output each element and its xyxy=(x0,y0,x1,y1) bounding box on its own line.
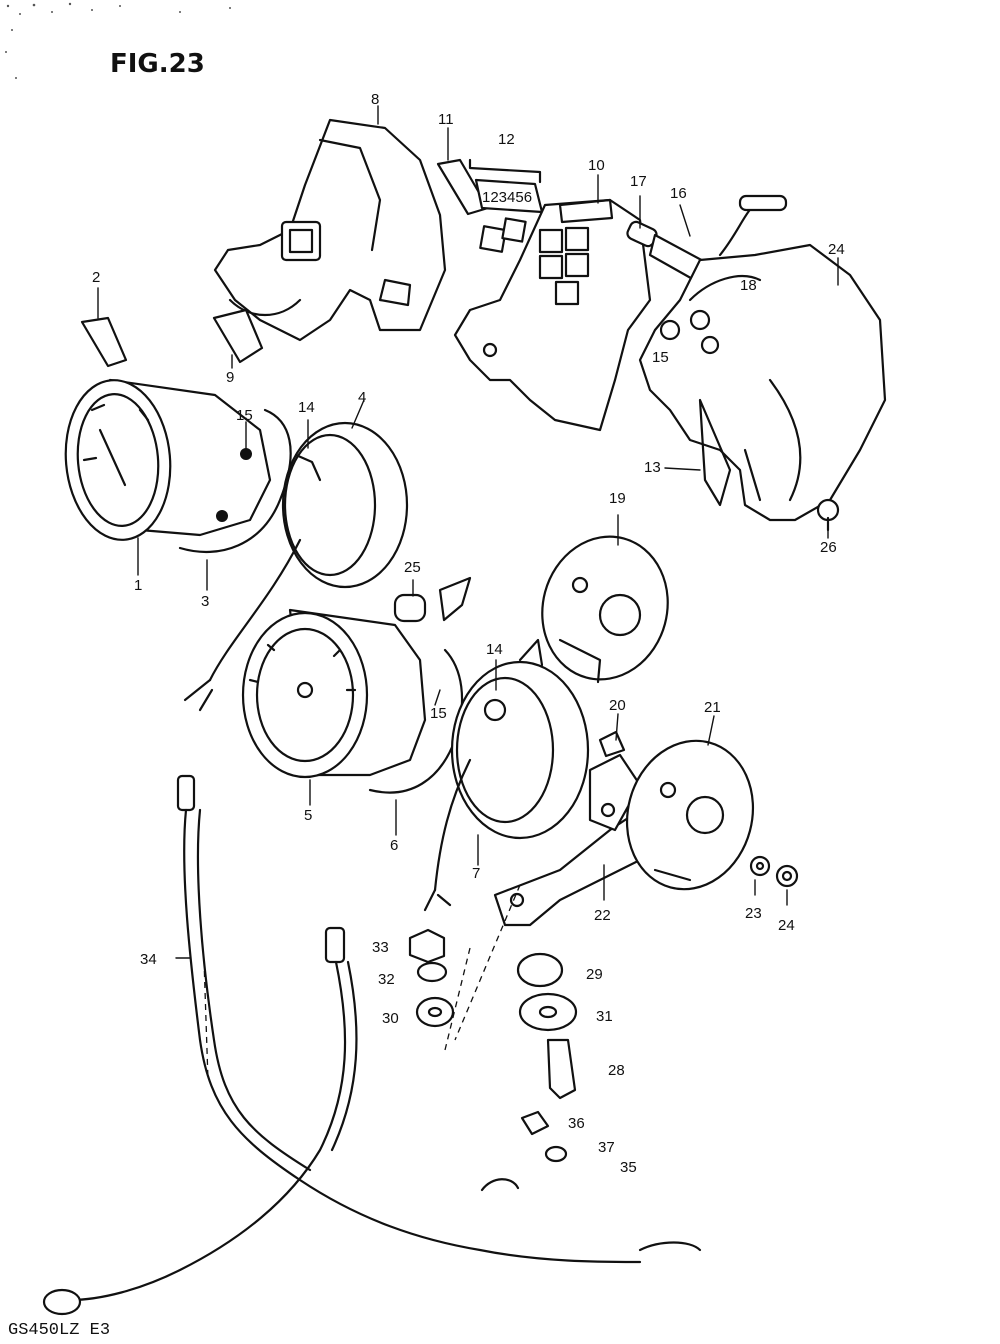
callout-34: 34 xyxy=(140,951,157,968)
callout-14-a: 14 xyxy=(298,399,315,416)
callout-16: 16 xyxy=(670,185,687,202)
callout-15-c: 15 xyxy=(652,349,669,366)
part-25-meter-rear-housing xyxy=(638,243,887,522)
callout-11: 11 xyxy=(438,111,454,128)
callout-21: 21 xyxy=(704,699,721,716)
callout-25: 24 xyxy=(828,241,845,258)
callout-6: 6 xyxy=(390,837,398,854)
callout-2: 2 xyxy=(92,269,100,286)
callout-15-b: 15 xyxy=(430,705,447,722)
part-8-meter-upper-cover xyxy=(213,118,447,342)
part-7-meter-case xyxy=(423,638,590,912)
callout-9: 9 xyxy=(226,369,234,386)
part-5-tachometer xyxy=(241,608,427,779)
callout-10: 10 xyxy=(588,157,605,174)
leader-lines xyxy=(97,105,839,959)
part-2-bolt xyxy=(80,316,128,368)
callout-7: 7 xyxy=(472,865,480,882)
callout-29: 29 xyxy=(586,966,603,983)
callout-30: 30 xyxy=(382,1010,399,1027)
part-20-back-cover xyxy=(541,535,669,684)
callout-8: 8 xyxy=(371,91,379,108)
callout-35: 35 xyxy=(620,1159,637,1176)
part-26-bulb xyxy=(393,576,472,623)
callout-24: 24 xyxy=(778,917,795,934)
part-10-indicator-housing xyxy=(453,198,652,432)
part-23-24-washer-nut xyxy=(749,855,799,888)
callout-36: 36 xyxy=(568,1115,585,1132)
part-22-meter-bracket xyxy=(493,730,662,927)
callout-32: 32 xyxy=(378,971,395,988)
callout-27: 26 xyxy=(820,539,837,556)
callout-5: 5 xyxy=(304,807,312,824)
callout-4: 4 xyxy=(358,389,366,406)
part-4-meter-case xyxy=(183,421,409,712)
callout-19: 20 xyxy=(609,697,626,714)
callout-14-b: 14 xyxy=(486,641,503,658)
callout-37: 37 xyxy=(598,1139,615,1156)
callout-33: 33 xyxy=(372,939,389,956)
callout-20: 19 xyxy=(609,490,626,507)
part-3-gasket xyxy=(178,408,292,553)
callout-3: 3 xyxy=(201,593,209,610)
callout-1: 1 xyxy=(134,577,142,594)
callout-13: 13 xyxy=(644,459,661,476)
callout-26: 25 xyxy=(404,559,421,576)
callout-15-a: 15 xyxy=(236,407,253,424)
model-code: GS450LZ E3 xyxy=(8,1321,110,1340)
part-12-indicator-lens: 123456 xyxy=(468,158,544,253)
scan-noise xyxy=(5,2,231,79)
callout-17: 17 xyxy=(630,173,647,190)
callout-23: 23 xyxy=(745,905,762,922)
figure-title: FIG.23 xyxy=(110,49,205,79)
callout-12: 12 xyxy=(498,131,515,148)
callout-31: 31 xyxy=(596,1008,613,1025)
callout-18: 18 xyxy=(740,277,757,294)
mounting-hardware xyxy=(408,884,578,1192)
callout-22: 22 xyxy=(594,907,611,924)
meter-cables xyxy=(42,774,702,1316)
part-21-back-cover xyxy=(625,739,755,891)
callout-labels: 8 2 9 11 12 10 17 16 24 18 15 13 14 4 15… xyxy=(92,91,845,1176)
part-1-speedometer xyxy=(64,378,272,541)
callout-28: 28 xyxy=(608,1062,625,1079)
indicator-strip-text: 123456 xyxy=(482,189,532,206)
part-9-bracket xyxy=(212,308,264,364)
